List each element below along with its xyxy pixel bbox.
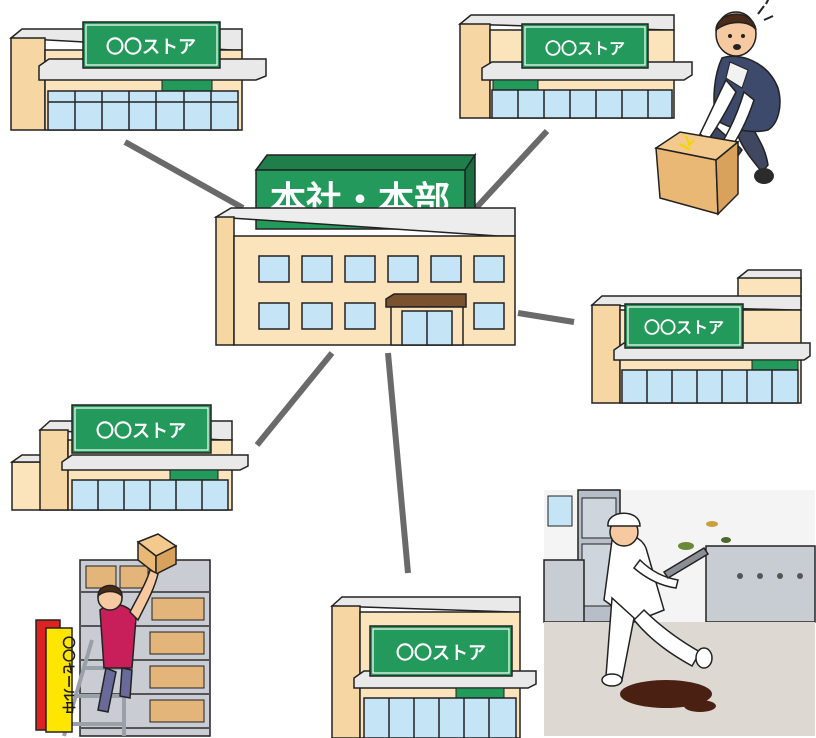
connector-hq-store-bottom <box>385 352 411 574</box>
connector-lines <box>123 128 575 574</box>
sale-banner-text: 〇〇セール中 <box>60 636 76 714</box>
worker-slipping-icon <box>543 489 816 736</box>
store-sign-label: 〇〇ストア <box>644 318 724 337</box>
store-sign <box>624 303 744 349</box>
store-sign <box>369 625 513 677</box>
store-sign <box>521 23 649 69</box>
store-top-left: 〇〇ストア <box>9 21 267 131</box>
store-sign-label: 〇〇ストア <box>545 39 625 58</box>
worker-on-ladder-icon: 〇〇セール中 <box>35 533 211 737</box>
connector-hq-store-top-left <box>123 139 245 211</box>
store-left: 〇〇ストア <box>9 404 249 511</box>
store-right: 〇〇ストア <box>590 269 811 404</box>
store-sign-label: 〇〇ストア <box>106 37 196 58</box>
store-sign <box>82 21 221 69</box>
connector-hq-store-right <box>517 310 575 325</box>
connector-hq-store-top-right <box>473 128 550 211</box>
store-sign-label: 〇〇ストア <box>396 643 486 664</box>
worker-lifting-box-icon <box>654 0 781 216</box>
sale-banner: 〇〇セール中 <box>35 619 76 733</box>
connector-hq-store-left <box>254 351 335 447</box>
store-top-right: 〇〇ストア <box>457 14 693 119</box>
store-bottom: 〇〇ストア <box>330 596 537 738</box>
store-sign <box>71 404 212 454</box>
store-sign-label: 〇〇ストア <box>96 421 186 442</box>
headquarters-building: 本社・本部 <box>213 152 516 346</box>
